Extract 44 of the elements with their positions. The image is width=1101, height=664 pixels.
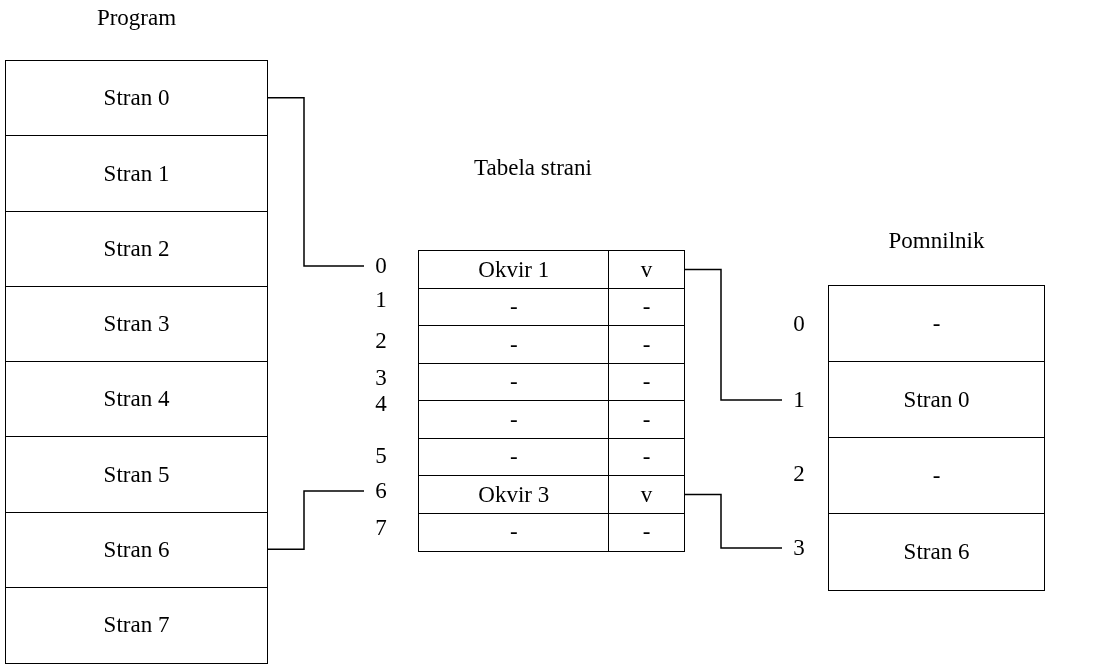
row-number: 2 (374, 327, 388, 355)
table-cell: - (828, 285, 1045, 363)
row-number: 2 (792, 460, 806, 488)
table-cell: - (608, 362, 685, 402)
row-number: 1 (786, 386, 812, 414)
table-cell: Stran 1 (5, 135, 268, 212)
table-cell: Stran 2 (5, 210, 268, 288)
table-cell: - (418, 512, 610, 552)
table-cell: - (608, 400, 685, 439)
row-number: 0 (792, 310, 806, 338)
row-number: 7 (374, 514, 388, 542)
table-cell: Okvir 1 (418, 250, 610, 289)
table-cell: v (608, 250, 685, 289)
table-cell: - (418, 400, 610, 439)
row-number: 0 (368, 252, 394, 280)
table-cell: Stran 6 (5, 511, 268, 589)
connector-line (684, 268, 783, 401)
connector-line (267, 96, 365, 267)
table-cell: v (608, 475, 685, 514)
table-cell: Stran 0 (828, 361, 1045, 439)
row-number: 1 (374, 286, 388, 314)
table-cell: Stran 6 (828, 513, 1045, 591)
column-heading: Pomnilnik (887, 228, 986, 254)
table-cell: - (608, 437, 685, 477)
table-cell: - (608, 287, 685, 327)
table-cell: Stran 5 (5, 436, 268, 513)
row-number: 3 (374, 364, 388, 392)
table-cell: - (608, 512, 685, 552)
column-heading: Tabela strani (473, 155, 593, 181)
table-cell: - (418, 325, 610, 364)
connector-line (267, 490, 365, 550)
table-cell: Stran 0 (5, 60, 268, 137)
table-cell: Stran 3 (5, 285, 268, 363)
row-number: 4 (374, 390, 388, 418)
row-number: 5 (374, 442, 388, 470)
row-number: 6 (368, 477, 394, 505)
table-cell: Stran 4 (5, 361, 268, 438)
column-heading: Program (95, 5, 178, 31)
table-cell: - (828, 437, 1045, 515)
row-number: 3 (786, 534, 812, 562)
table-cell: Okvir 3 (418, 475, 610, 514)
connector-line (684, 493, 783, 549)
table-cell: - (608, 325, 685, 364)
table-cell: Stran 7 (5, 586, 268, 664)
